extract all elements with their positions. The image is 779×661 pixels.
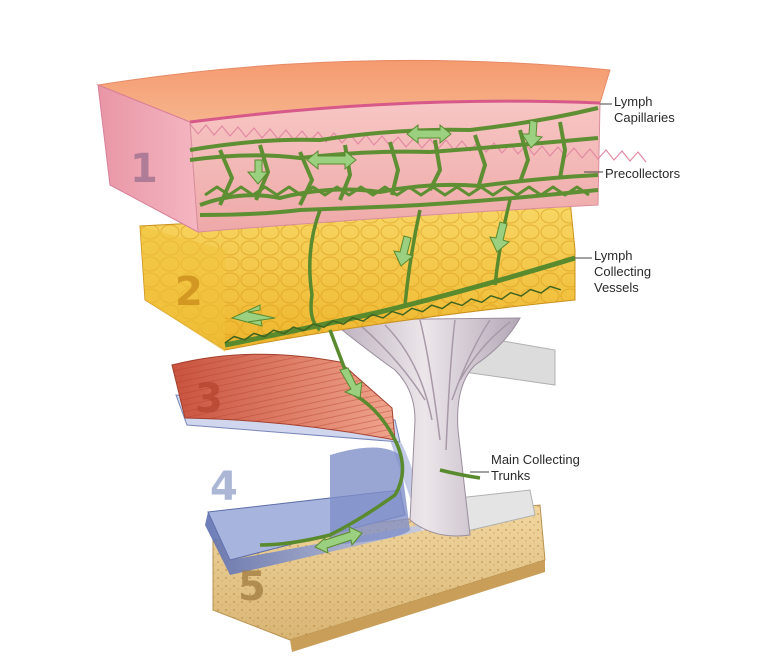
- flow-arrows: [230, 119, 544, 554]
- arrow-down-4: [489, 221, 511, 253]
- layer-numbers: 1 2 3 4 5: [130, 146, 266, 610]
- lymph-collecting-vessel: [224, 255, 576, 348]
- label-precollectors: Precollectors: [605, 166, 681, 181]
- arrow-down-3: [393, 235, 415, 267]
- layer-number-5: 5: [238, 564, 266, 610]
- arrow-collecting: [230, 304, 276, 327]
- label-lymph-capillaries: Lymph Capillaries: [614, 94, 675, 125]
- layer-number-4: 4: [210, 464, 238, 510]
- arrow-down-2: [521, 119, 544, 149]
- lymph-capillary-network: [189, 106, 599, 217]
- layer-number-1: 1: [130, 146, 158, 192]
- label-main-collecting-trunks: Main Collecting Trunks: [491, 452, 580, 483]
- leader-lines: [470, 103, 612, 473]
- arrow-trunk: [339, 367, 363, 399]
- arrow-capillary-2: [406, 123, 452, 145]
- layer-number-2: 2: [175, 269, 203, 315]
- arrow-capillary-1: [306, 149, 357, 171]
- main-trunk: [328, 317, 521, 537]
- layer-number-3: 3: [195, 376, 223, 422]
- muscle-layer: [171, 353, 401, 443]
- arrow-fascia: [314, 526, 363, 554]
- label-lymph-collecting-vessels: Lymph Collecting Vessels: [594, 248, 652, 295]
- arrow-down-1: [246, 159, 270, 185]
